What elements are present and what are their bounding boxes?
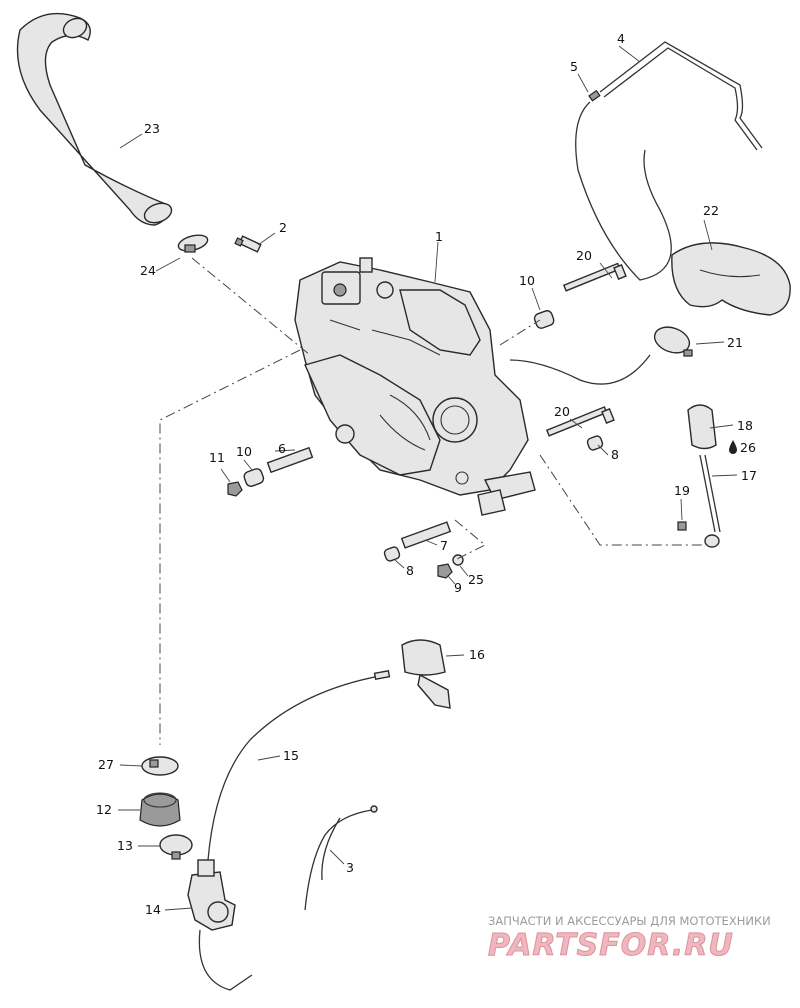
callout-14: 14 [145, 902, 161, 917]
callout-2: 2 [279, 220, 287, 235]
callout-20-upper: 20 [576, 248, 592, 263]
exhaust-pipe [16, 12, 173, 226]
callout-7: 7 [440, 538, 448, 553]
rubber-bushing-upper [533, 310, 555, 329]
engine-assembly [294, 257, 536, 516]
breather-line [575, 101, 672, 281]
callout-26: 26 [740, 440, 756, 455]
engine-bolt-upper [562, 262, 627, 292]
spacer-right [586, 435, 604, 451]
lower-assembly-line [454, 519, 486, 561]
nut-lower [437, 563, 453, 579]
banjo-bolt [677, 521, 687, 531]
callout-25: 25 [468, 572, 484, 587]
spark-plug [234, 235, 262, 253]
carb-clamp-upper [141, 756, 179, 776]
carb-boot [139, 792, 181, 827]
sleeve-left [266, 446, 314, 474]
callout-16: 16 [469, 647, 485, 662]
callout-19: 19 [674, 483, 690, 498]
engine-bolt-lower [545, 406, 615, 437]
callout-5: 5 [570, 59, 578, 74]
callout-8-left: 8 [406, 563, 414, 578]
callout-22: 22 [703, 203, 719, 218]
callout-6: 6 [278, 441, 286, 456]
intake-centerline [499, 319, 541, 346]
callout-1: 1 [435, 229, 443, 244]
oil-centerline [539, 454, 705, 546]
watermark-tagline: ЗАПЧАСТИ И АКСЕССУАРЫ ДЛЯ МОТОТЕХНИКИ [488, 914, 771, 928]
breather-hose [599, 41, 763, 151]
oil-tube [699, 454, 721, 548]
callout-18: 18 [737, 418, 753, 433]
spacer-left [383, 546, 401, 562]
intake-clamp [653, 326, 693, 357]
sealant-icon [729, 440, 737, 454]
callout-17: 17 [741, 468, 757, 483]
callout-15: 15 [283, 748, 299, 763]
callout-23: 23 [144, 121, 160, 136]
callout-12: 12 [96, 802, 112, 817]
choke-cable [304, 805, 378, 911]
callout-8-right: 8 [611, 447, 619, 462]
carb-clamp-lower [159, 834, 193, 860]
callout-9: 9 [454, 580, 462, 595]
intake-boot [671, 242, 791, 316]
callout-27: 27 [98, 757, 114, 772]
callout-3: 3 [346, 860, 354, 875]
intake-line [509, 354, 651, 385]
callout-13: 13 [117, 838, 133, 853]
hose-fitting [588, 89, 601, 102]
sleeve-lower [400, 521, 452, 549]
carb-centerline [159, 349, 301, 745]
callout-labels: 1 2 4 5 22 20 10 21 20 8 18 26 17 19 11 … [96, 31, 757, 917]
callout-10-upper: 10 [519, 273, 535, 288]
callout-10-left: 10 [236, 444, 252, 459]
throttle-cable [207, 670, 391, 861]
exhaust-centerline [191, 257, 311, 356]
callout-20-lower: 20 [554, 404, 570, 419]
carburetor [187, 859, 253, 991]
throttle-housing [401, 639, 451, 709]
callout-4: 4 [617, 31, 625, 46]
callout-11: 11 [209, 450, 225, 465]
leader-lines [118, 45, 738, 911]
callout-24: 24 [140, 263, 156, 278]
watermark: ЗАПЧАСТИ И АКСЕССУАРЫ ДЛЯ МОТОТЕХНИКИ PA… [488, 914, 771, 964]
rubber-bushing-left [243, 468, 265, 487]
oil-tank-cap [687, 404, 717, 450]
exhaust-clamp [177, 234, 209, 253]
watermark-logo: PARTSFOR.RU [488, 928, 734, 963]
callout-21: 21 [727, 335, 743, 350]
nut-left [227, 481, 243, 497]
